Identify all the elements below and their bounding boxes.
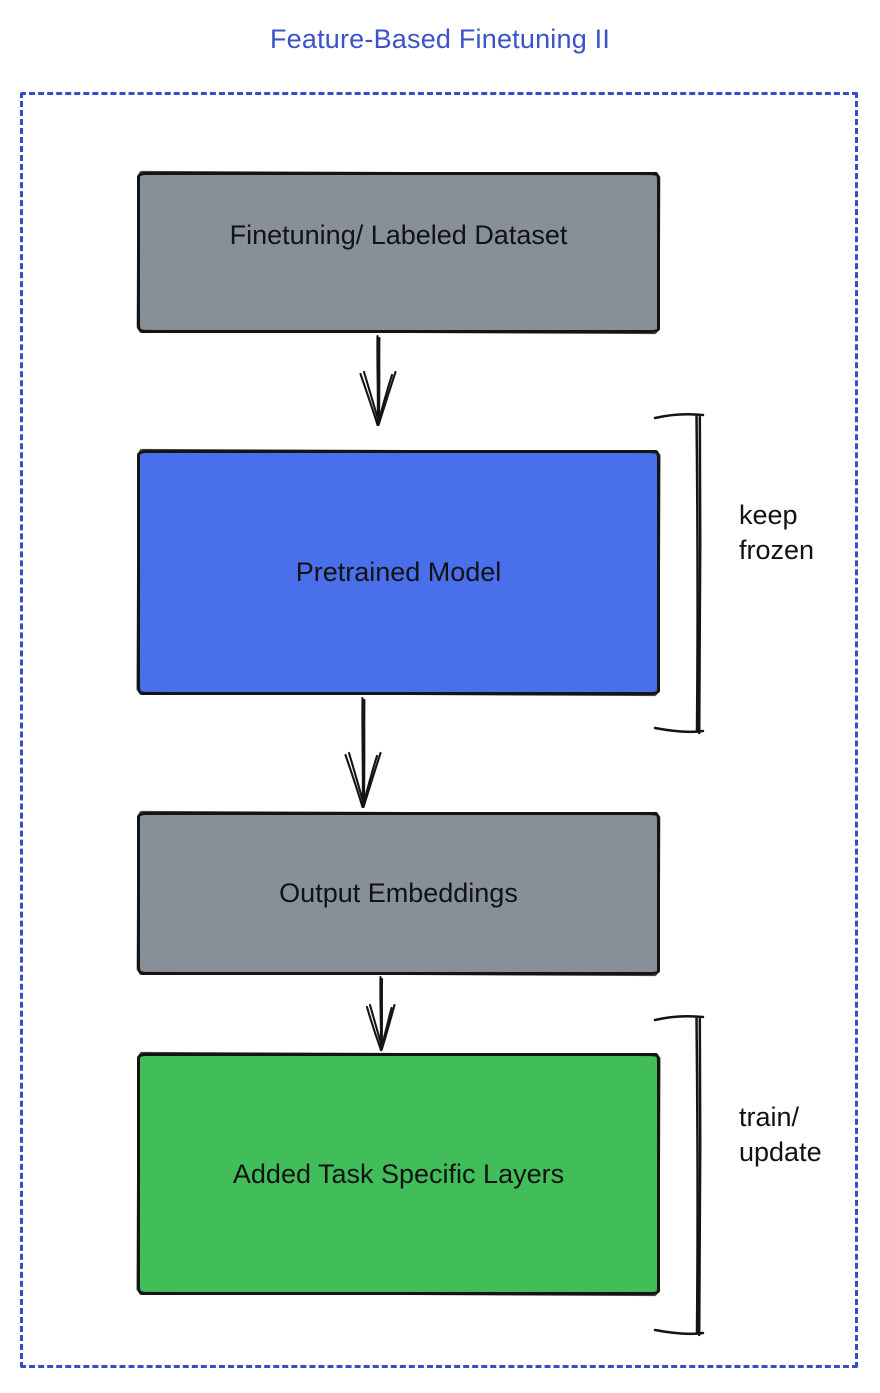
node-finetuning-dataset-label: Finetuning/ Labeled Dataset (229, 220, 568, 250)
node-output-embeddings-label: Output Embeddings (279, 878, 518, 908)
bracket-keep-frozen-icon (653, 413, 705, 735)
annotation-keep-frozen-line1: keep (739, 500, 798, 530)
annotation-train-update-line2: update (739, 1137, 822, 1167)
annotation-keep-frozen: keep frozen (739, 498, 814, 568)
node-added-task-layers-label: Added Task Specific Layers (232, 1158, 565, 1189)
annotation-train-update-line1: train/ (739, 1102, 800, 1132)
node-finetuning-dataset: Finetuning/ Labeled Dataset (137, 172, 660, 333)
dotted-frame (20, 92, 858, 1368)
bracket-train-update-icon (653, 1015, 705, 1337)
node-added-task-layers: Added Task Specific Layers (137, 1053, 660, 1295)
node-pretrained-model-label: Pretrained Model (295, 557, 502, 587)
node-output-embeddings: Output Embeddings (137, 812, 660, 975)
arrow-pretrained-to-embeddings-icon (344, 696, 382, 809)
arrow-dataset-to-pretrained-icon (359, 334, 397, 427)
diagram-title: Feature-Based Finetuning II (269, 24, 611, 54)
annotation-train-update: train/ update (739, 1100, 822, 1170)
annotation-keep-frozen-line2: frozen (739, 535, 815, 565)
node-pretrained-model: Pretrained Model (137, 450, 660, 695)
arrow-embeddings-to-tasklayers-icon (365, 975, 396, 1052)
